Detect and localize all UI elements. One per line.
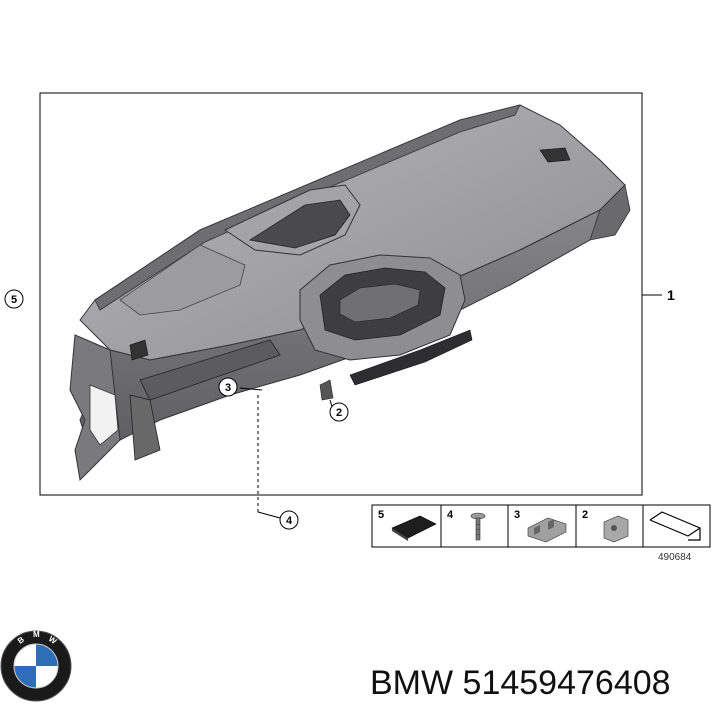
footer-label: BMW 51459476408	[370, 664, 671, 703]
callout-3: 3	[218, 377, 238, 397]
callout-3-label: 3	[225, 382, 231, 394]
parts-legend: 5 4 3 2	[371, 504, 711, 548]
callout-4: 4	[279, 510, 299, 530]
panel-outline-icon	[649, 511, 701, 541]
screw-icon	[470, 512, 486, 541]
dashboard-illustration	[69, 104, 631, 482]
footer-brand: BMW	[370, 664, 454, 702]
clip-icon	[603, 515, 629, 543]
thumb-3-number: 3	[514, 509, 520, 521]
callout-5: 5	[4, 289, 24, 309]
diagram-frame	[39, 92, 643, 496]
felt-pad-icon	[391, 515, 437, 541]
bracket-icon	[527, 517, 567, 543]
thumb-5-number: 5	[378, 509, 384, 521]
footer-part-number: 51459476408	[462, 664, 671, 702]
callout-2-label: 2	[336, 407, 342, 419]
logo-letter-b: B	[16, 635, 26, 646]
callout-5-label: 5	[11, 294, 17, 306]
logo-letter-w: W	[47, 634, 59, 646]
thumb-4-number: 4	[447, 509, 454, 521]
callout-2: 2	[329, 402, 349, 422]
callout-4-label: 4	[286, 515, 293, 527]
callout-1-label: 1	[667, 287, 675, 303]
thumb-2-number: 2	[582, 509, 588, 521]
logo-letter-m: M	[33, 630, 40, 639]
reference-code: 490684	[658, 552, 692, 563]
bmw-roundel-logo: B M W	[0, 630, 72, 702]
